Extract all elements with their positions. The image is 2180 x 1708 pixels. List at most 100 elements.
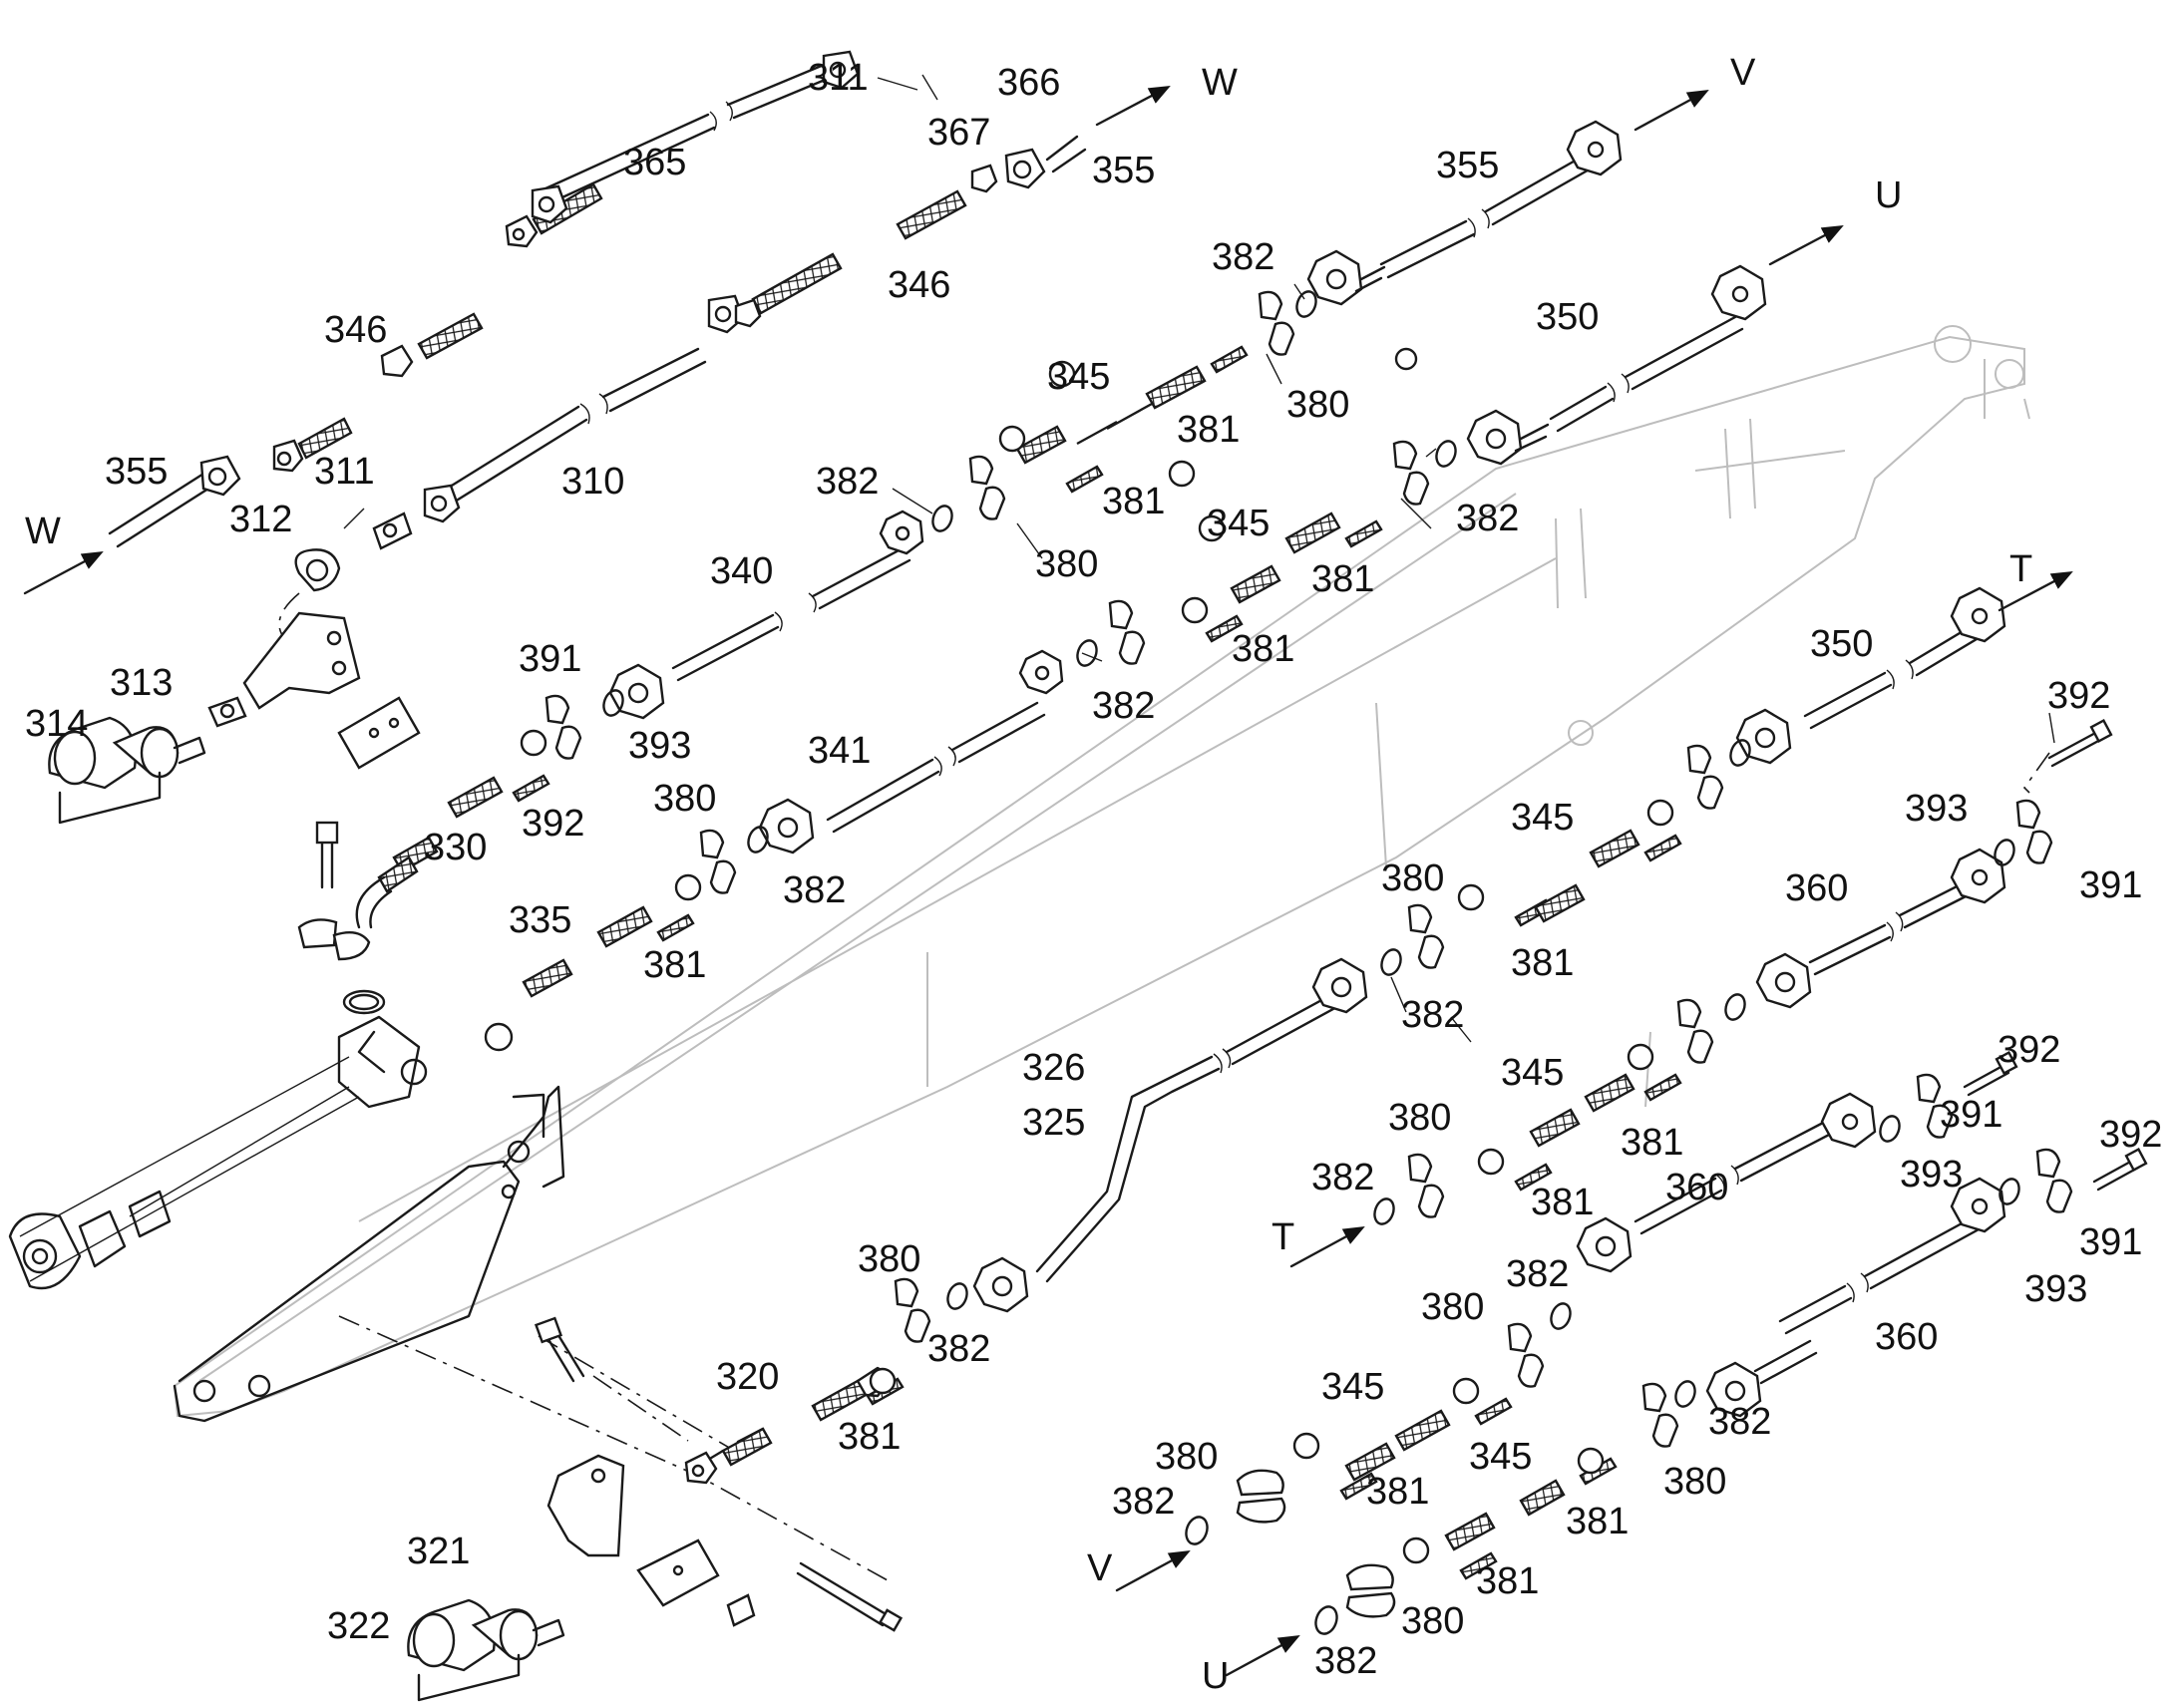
hose-fittings <box>199 50 1674 1564</box>
part-label: U <box>1202 1655 1229 1697</box>
part-label: 345 <box>1207 503 1270 544</box>
part-label: T <box>2009 548 2032 590</box>
part-label: 330 <box>424 827 487 868</box>
part-label: 392 <box>2047 675 2110 717</box>
part-label: 382 <box>1401 994 1464 1036</box>
quick-coupler-lower <box>407 1454 756 1702</box>
part-label: 382 <box>1456 498 1519 539</box>
part-label: 345 <box>1501 1052 1564 1094</box>
part-label: 321 <box>407 1531 470 1572</box>
part-label: 380 <box>1155 1436 1218 1478</box>
part-label: 310 <box>561 461 624 503</box>
part-label: 355 <box>105 451 168 493</box>
part-label: 381 <box>1476 1560 1539 1602</box>
part-label: 380 <box>858 1238 920 1280</box>
part-label: 340 <box>710 550 773 592</box>
part-label: 381 <box>643 944 706 986</box>
part-label: 345 <box>1321 1366 1384 1408</box>
part-label: 335 <box>509 899 571 941</box>
part-label: 355 <box>1436 145 1499 186</box>
part-label: 382 <box>1112 1481 1175 1523</box>
part-label: 393 <box>1900 1154 1963 1196</box>
part-label: 380 <box>1401 1600 1464 1642</box>
part-label: 391 <box>1940 1094 2002 1136</box>
part-label: 380 <box>1663 1461 1726 1503</box>
part-label: 345 <box>1047 356 1110 398</box>
part-label: 350 <box>1536 296 1599 338</box>
part-label: 380 <box>1421 1286 1484 1328</box>
part-label: 393 <box>628 725 691 767</box>
bolts <box>315 345 2148 1632</box>
part-label: 381 <box>1566 1501 1629 1542</box>
part-label: 381 <box>1102 481 1165 522</box>
part-label: 380 <box>1381 857 1444 899</box>
part-label: 350 <box>1810 623 1873 665</box>
part-label: 392 <box>1998 1029 2060 1071</box>
part-label: V <box>1730 52 1756 94</box>
part-label: 382 <box>1212 236 1274 278</box>
part-label: W <box>25 511 61 552</box>
part-label: 313 <box>110 662 173 704</box>
part-label: 382 <box>1708 1401 1771 1443</box>
part-label: 381 <box>1511 942 1574 984</box>
part-label: V <box>1087 1547 1113 1589</box>
part-label: 320 <box>716 1356 779 1398</box>
part-label: 365 <box>623 142 686 183</box>
part-label: T <box>1272 1216 1294 1258</box>
part-label: 380 <box>1286 384 1349 426</box>
part-label: 381 <box>1531 1182 1594 1223</box>
part-label: U <box>1875 174 1902 216</box>
part-label: 341 <box>808 730 871 772</box>
part-label: 381 <box>1366 1471 1429 1513</box>
part-label: 380 <box>653 778 716 820</box>
part-label: 381 <box>1232 628 1294 670</box>
part-label: 380 <box>1035 543 1098 585</box>
part-label: 380 <box>1388 1097 1451 1139</box>
split-clamps <box>297 290 2073 1618</box>
part-label: 345 <box>1511 797 1574 839</box>
part-label: 314 <box>25 703 88 745</box>
part-label: 382 <box>783 869 846 911</box>
part-label: 382 <box>1314 1640 1377 1682</box>
part-label: 381 <box>838 1416 901 1458</box>
part-label: 382 <box>927 1328 990 1370</box>
part-label: 311 <box>808 57 869 99</box>
part-label: 391 <box>519 638 581 680</box>
part-label: 391 <box>2079 864 2142 906</box>
boom-outline <box>173 325 2030 1423</box>
part-label: 355 <box>1092 150 1155 191</box>
part-label: W <box>1202 62 1238 104</box>
part-label: 311 <box>314 451 375 493</box>
leader-lines <box>343 74 2055 1043</box>
part-label: 392 <box>2099 1114 2162 1156</box>
part-label: 382 <box>1311 1157 1374 1198</box>
quick-coupler-upper <box>48 512 421 825</box>
o-rings <box>342 290 2020 1635</box>
part-label: 360 <box>1875 1316 1938 1358</box>
part-label: 360 <box>1665 1167 1728 1208</box>
flanges <box>608 120 2006 1418</box>
part-label: 346 <box>888 264 950 306</box>
part-label: 382 <box>1092 685 1155 727</box>
part-label: 325 <box>1022 1102 1085 1144</box>
part-label: 391 <box>2079 1221 2142 1263</box>
part-label: 381 <box>1621 1122 1683 1164</box>
direction-arrows <box>23 85 2073 1677</box>
part-label: 312 <box>229 499 292 540</box>
tubes <box>108 58 1994 1385</box>
hydraulic-cylinder <box>8 1015 428 1290</box>
part-label: 367 <box>927 112 990 154</box>
part-label: 392 <box>522 803 584 845</box>
part-label: 366 <box>997 62 1060 104</box>
part-label: 322 <box>327 1605 390 1647</box>
part-label: 393 <box>2024 1268 2087 1310</box>
part-label: 381 <box>1311 558 1374 600</box>
part-label: 393 <box>1905 788 1968 830</box>
part-label: 360 <box>1785 867 1848 909</box>
part-label: 381 <box>1177 409 1240 451</box>
part-label: 382 <box>1506 1253 1569 1295</box>
part-label: 382 <box>816 461 879 503</box>
hoses <box>297 182 1640 1551</box>
